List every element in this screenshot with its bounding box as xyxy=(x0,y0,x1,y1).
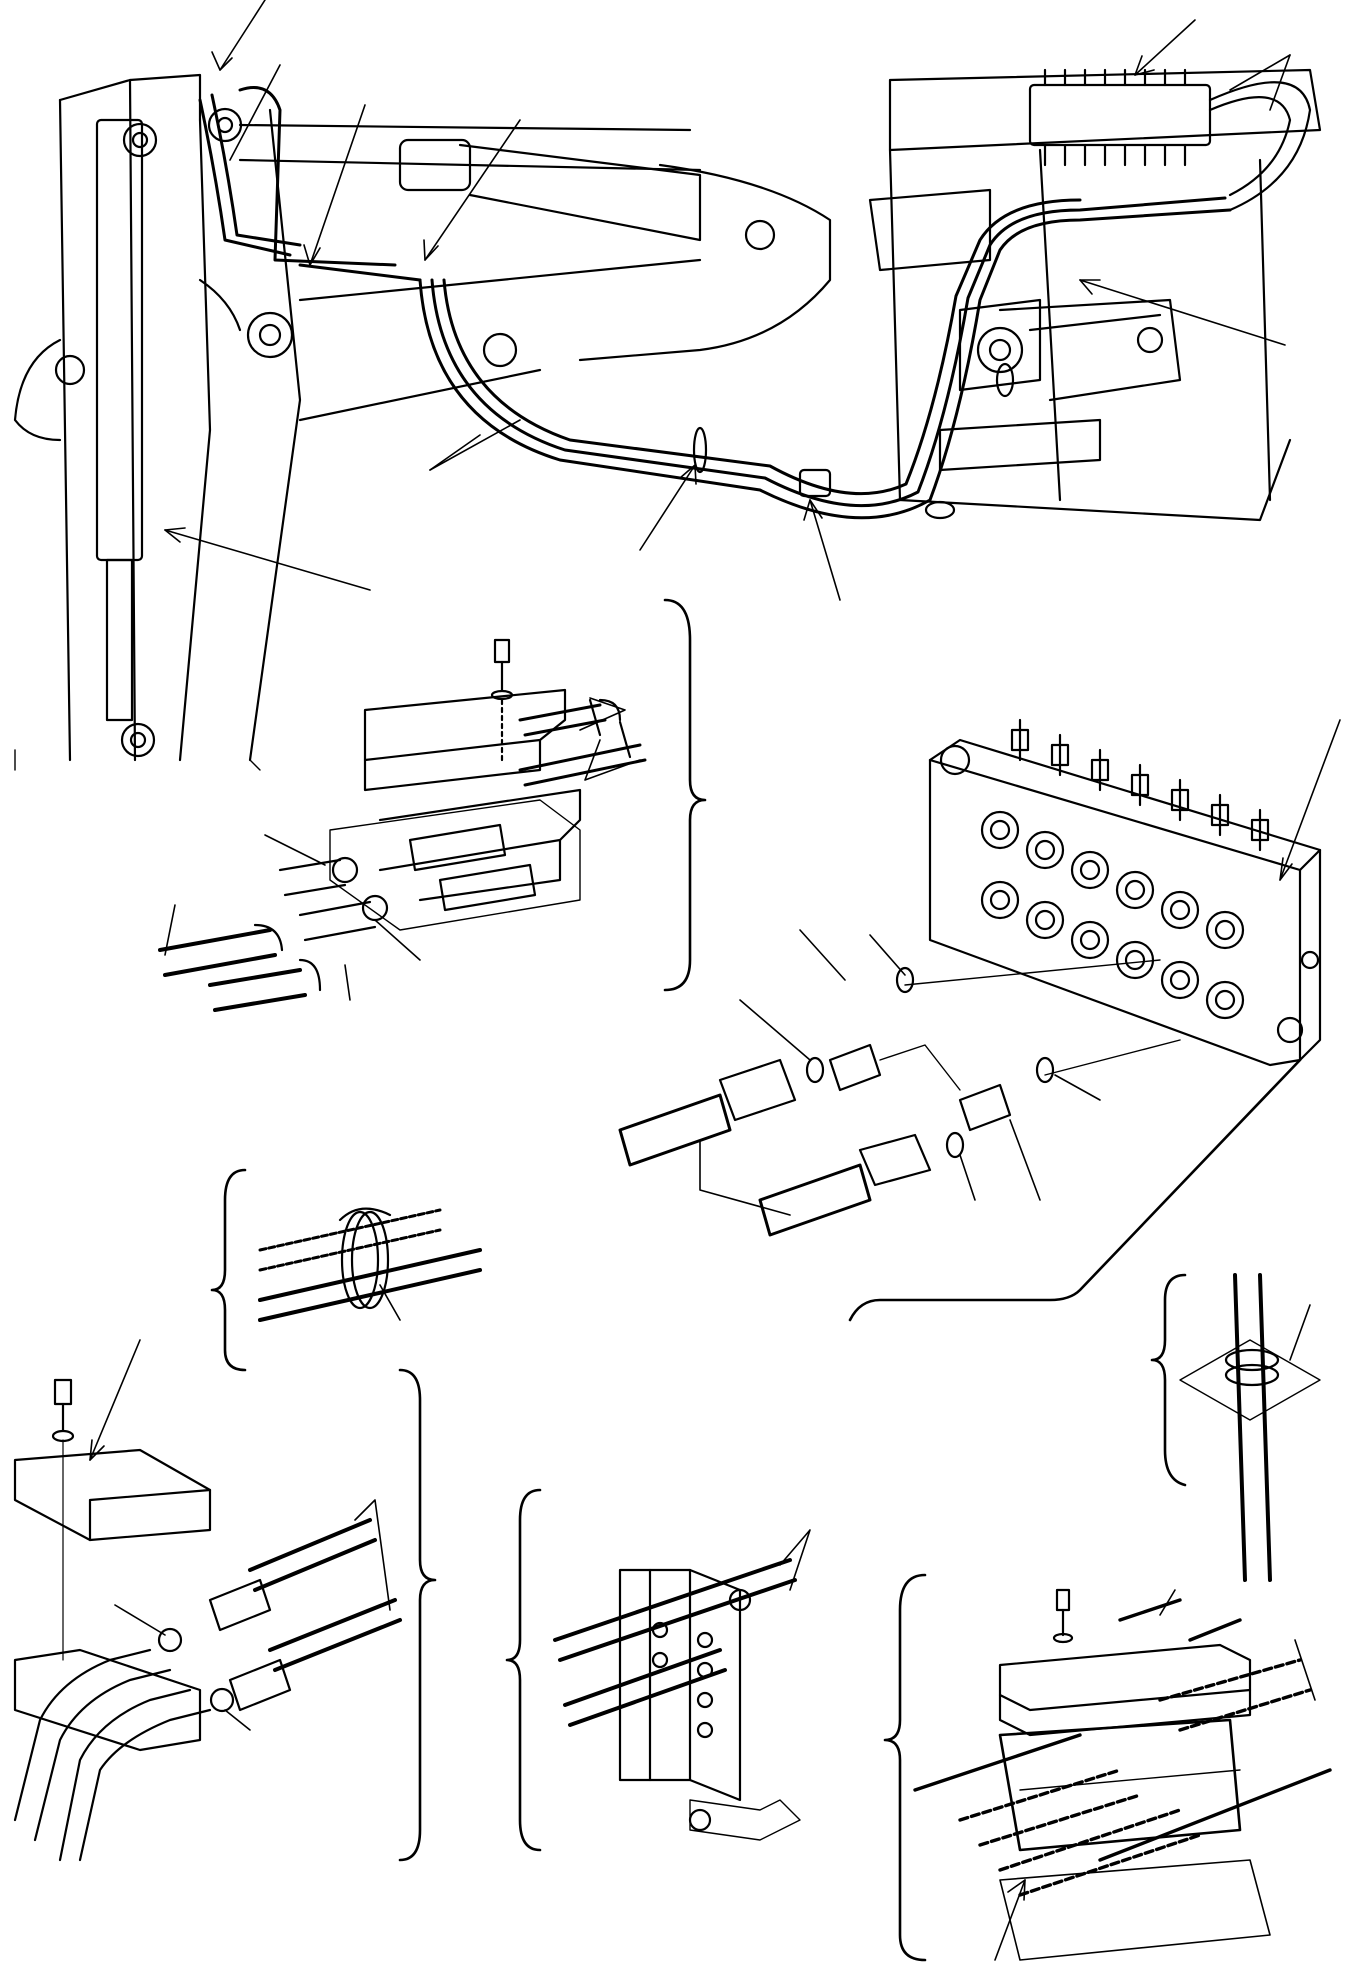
arm-cylinder xyxy=(238,123,832,422)
boom-cylinder xyxy=(54,107,243,758)
main-assembly-view xyxy=(13,0,1322,762)
leader-arrows xyxy=(164,0,1291,601)
hose-clips xyxy=(692,362,1015,520)
boom-column xyxy=(13,73,302,762)
pipe-clamp-detail xyxy=(158,598,707,1012)
hose-clip-detail xyxy=(210,1168,482,1372)
control-valve-top xyxy=(1028,68,1312,212)
plate-clamp-detail xyxy=(505,1488,811,1852)
valve-mount-frame xyxy=(868,68,1322,522)
fitting-block-detail xyxy=(13,1339,437,1862)
double-clamp-detail xyxy=(883,1573,1332,1962)
frame-outline xyxy=(14,749,261,771)
hose-run xyxy=(198,86,1232,520)
valve-sections xyxy=(939,718,1320,1044)
control-valve-fittings-detail xyxy=(618,718,1341,1322)
bulkhead-clamp-detail xyxy=(1150,1273,1321,1582)
